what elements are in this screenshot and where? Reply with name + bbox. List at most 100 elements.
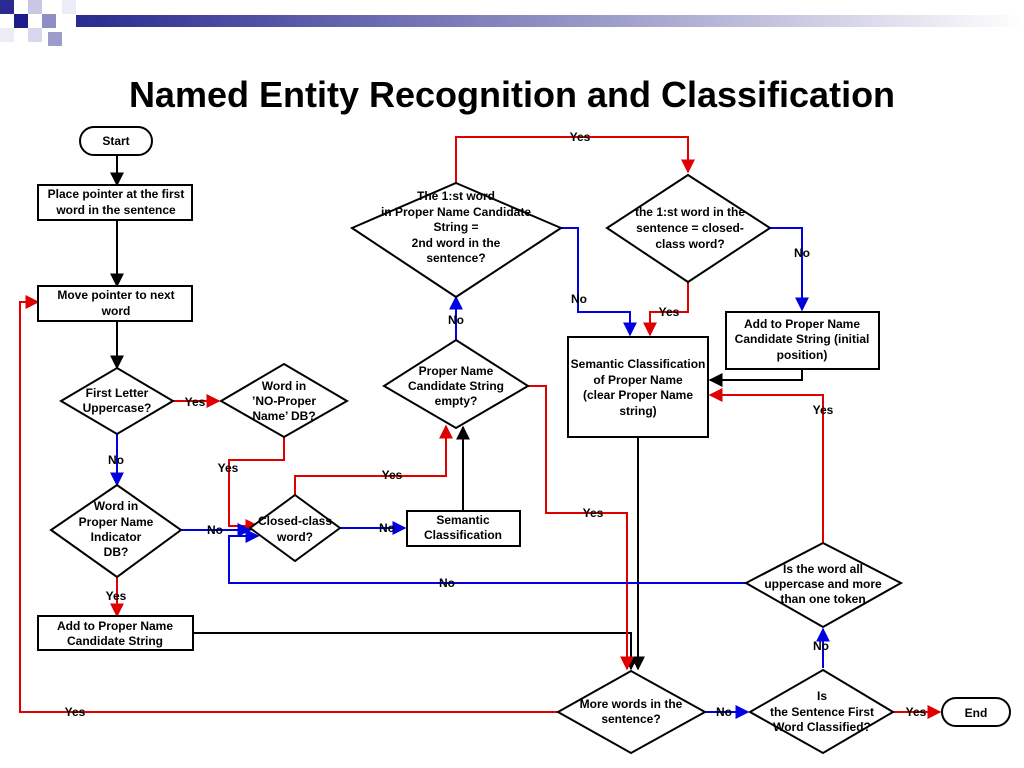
candidate-empty-label: Candidate String — [408, 379, 504, 393]
no-proper-db-diamond — [219, 362, 349, 439]
first-word-closed-label: sentence = closed- — [636, 221, 744, 235]
first-word-equal-label: The 1:st word — [417, 189, 495, 203]
proper-indicator-label: Indicator — [91, 530, 142, 544]
first-word-equal-diamond — [349, 181, 564, 299]
no-proper-db-label: Word in — [262, 379, 306, 393]
yes-label: Yes — [583, 506, 604, 520]
yes-label: Yes — [906, 705, 927, 719]
no-label: No — [716, 705, 732, 719]
all-uppercase-label: than one token — [780, 592, 865, 606]
first-word-equal-label: sentence? — [426, 251, 485, 265]
all-uppercase-diamond — [743, 541, 904, 629]
end-terminal — [941, 697, 1011, 727]
yes-label: Yes — [813, 403, 834, 417]
edge-addinitial-to-semproper — [708, 369, 803, 387]
end-label: End — [965, 706, 988, 720]
yes-label: Yes — [570, 130, 591, 144]
first-word-equal-label: in Proper Name Candidate — [381, 205, 531, 219]
semantic-proper-label: string) — [619, 404, 656, 418]
add-initial-label: Add to Proper Name — [744, 317, 860, 331]
first-word-closed-label: the 1:st word in the — [635, 205, 745, 219]
more-words-label: More words in the — [580, 697, 683, 711]
first-letter-diamond — [59, 366, 175, 436]
more-words-diamond — [555, 669, 708, 755]
add-initial-label: Candidate String (initial — [735, 332, 870, 346]
semantic-proper-box — [567, 336, 709, 438]
edge-add-to-morewords — [193, 632, 638, 671]
no-label: No — [379, 521, 395, 535]
proper-indicator-label: Proper Name — [79, 515, 154, 529]
no-label: No — [813, 639, 829, 653]
no-label: No — [794, 246, 810, 260]
edge-uppercase-yes — [708, 388, 824, 543]
gradient-band — [76, 15, 1024, 27]
no-proper-db-label: ’NO-Proper — [252, 394, 316, 408]
deco-square — [42, 14, 56, 28]
add-candidate-box — [37, 615, 194, 651]
deco-square — [28, 0, 42, 14]
start-terminal — [79, 126, 153, 156]
more-words-label: sentence? — [601, 712, 660, 726]
first-letter-label: First Letter — [86, 386, 149, 400]
yes-label: Yes — [659, 305, 680, 319]
first-word-equal-label: 2nd word in the — [412, 236, 501, 250]
yes-label: Yes — [382, 468, 403, 482]
deco-square — [48, 32, 62, 46]
deco-square — [14, 14, 28, 28]
proper-indicator-label: DB? — [104, 545, 129, 559]
first-word-closed-diamond — [605, 173, 772, 284]
all-uppercase-label: uppercase and more — [764, 577, 882, 591]
semantic-class-box — [406, 510, 521, 547]
closed-class-label: word? — [276, 530, 313, 544]
semantic-proper-label: Semantic Classification — [571, 357, 706, 371]
page-title: Named Entity Recognition and Classificat… — [128, 74, 896, 115]
move-pointer-label: word — [101, 304, 131, 318]
no-label: No — [448, 313, 464, 327]
place-pointer-label: Place pointer at the first — [48, 187, 185, 201]
place-pointer-label: word in the sentence — [55, 203, 176, 217]
edge-uppercase-no — [228, 529, 748, 584]
yes-label: Yes — [106, 589, 127, 603]
closed-class-diamond — [248, 493, 342, 563]
closed-class-label: Closed-class — [258, 514, 332, 528]
yes-label: Yes — [218, 461, 239, 475]
deco-square — [0, 28, 14, 42]
first-word-classified-diamond — [747, 668, 895, 755]
first-word-classified-label: Is — [817, 689, 827, 703]
yes-label: Yes — [65, 705, 86, 719]
first-word-classified-label: Word Classified? — [773, 720, 871, 734]
semantic-class-label: Semantic — [436, 513, 490, 527]
edge-closed-yes — [294, 424, 453, 495]
candidate-empty-label: empty? — [435, 394, 478, 408]
deco-square — [0, 0, 14, 14]
first-word-classified-label: the Sentence First — [770, 705, 874, 719]
all-uppercase-label: Is the word all — [783, 562, 863, 576]
deco-square — [28, 28, 42, 42]
first-word-equal-label: String = — [433, 220, 478, 234]
edge-morewords-yes — [19, 295, 558, 713]
move-pointer-label: Move pointer to next — [57, 288, 174, 302]
start-label: Start — [102, 134, 129, 148]
add-candidate-label: Add to Proper Name — [57, 619, 173, 633]
no-label: No — [439, 576, 455, 590]
add-initial-label: position) — [777, 348, 828, 362]
edge-equal-yes — [455, 136, 695, 183]
edge-closedword-yes — [643, 282, 689, 337]
proper-indicator-diamond — [49, 483, 183, 579]
edge-closedword-no — [770, 227, 809, 312]
no-label: No — [207, 523, 223, 537]
semantic-class-label: Classification — [424, 528, 502, 542]
add-initial-box — [725, 311, 880, 370]
add-candidate-label: Candidate String — [67, 634, 163, 648]
header-decoration — [0, 0, 1024, 46]
move-pointer-box — [37, 285, 193, 322]
no-proper-db-label: Name’ DB? — [252, 409, 315, 423]
candidate-empty-label: Proper Name — [419, 364, 494, 378]
first-letter-label: Uppercase? — [83, 401, 152, 415]
deco-square — [62, 0, 76, 14]
edge-equal-no — [561, 227, 637, 337]
no-label: No — [108, 453, 124, 467]
semantic-proper-label: of Proper Name — [593, 373, 683, 387]
no-label: No — [571, 292, 587, 306]
